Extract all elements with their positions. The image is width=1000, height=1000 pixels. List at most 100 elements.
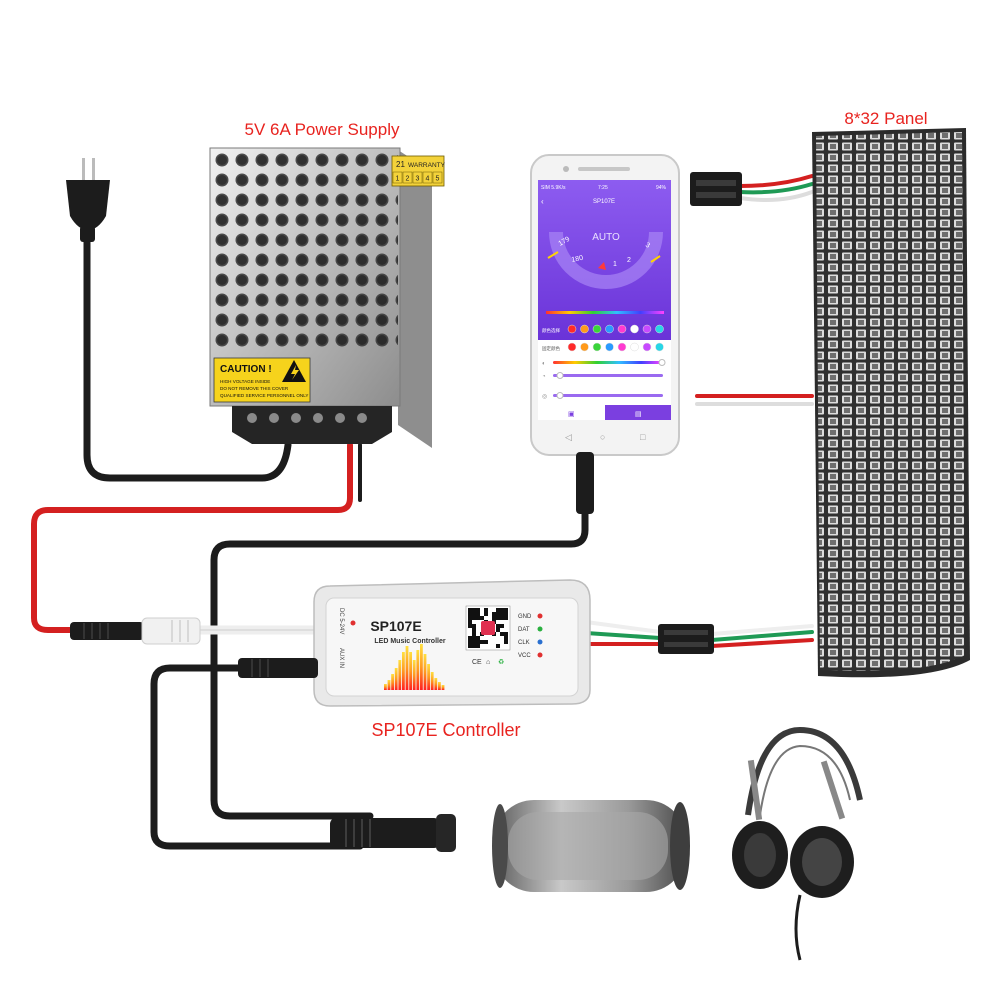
warranty-cell	[432, 171, 443, 184]
tab-music[interactable]	[605, 405, 671, 420]
bin-icon: ⌂	[486, 659, 490, 666]
equalizer-bar	[441, 685, 445, 690]
panel-top-red	[738, 174, 814, 188]
color-swatch[interactable]	[630, 342, 639, 352]
aux-plug	[238, 658, 318, 678]
warranty-cell	[402, 171, 413, 184]
pin-indicator	[537, 652, 543, 658]
headphones	[732, 726, 863, 961]
controller-out-white	[584, 620, 662, 634]
equalizer-bar	[427, 664, 430, 690]
color-swatch[interactable]	[580, 324, 589, 334]
status-left: SIM 5.9K/s	[541, 185, 566, 191]
back-icon[interactable]: ‹	[541, 197, 544, 206]
mains-cable	[83, 231, 292, 482]
light-tab-icon: ▣	[568, 411, 575, 418]
controller-subtitle: LED Music Controller	[374, 638, 445, 645]
warranty-cell	[422, 171, 433, 184]
equalizer-bar	[394, 668, 398, 690]
terminal-block	[232, 406, 392, 444]
sensitivity-slider[interactable]	[553, 394, 663, 397]
warranty-cell-number: 1	[396, 176, 400, 183]
equalizer-bar	[402, 652, 405, 690]
color-swatch[interactable]	[617, 342, 627, 352]
color-swatch[interactable]	[642, 324, 652, 334]
dial-number-1: 179	[558, 236, 572, 248]
equalizer-bar	[420, 644, 423, 690]
recycle-icon: ♻	[498, 659, 504, 666]
color-swatch[interactable]	[617, 324, 627, 334]
equalizer-bar	[416, 650, 420, 690]
equalizer-bar	[412, 660, 416, 690]
dial-number-2: 180	[571, 255, 584, 264]
color-swatch[interactable]	[592, 342, 602, 352]
pin-label-vcc: VCC	[518, 653, 531, 659]
brightness-slider[interactable]	[553, 361, 663, 364]
mode-label: AUTO	[592, 232, 620, 243]
equalizer-bar	[384, 684, 387, 690]
pin-label-clk: CLK	[518, 640, 530, 646]
pin-label-gnd: GND	[518, 614, 532, 620]
panel-top-white	[738, 190, 814, 202]
nav-back-icon[interactable]: ◁	[565, 432, 572, 442]
warranty-cell-number: 2	[406, 176, 410, 183]
panel-input-connector	[658, 624, 714, 654]
controller-aux-label: AUX IN	[338, 648, 344, 668]
caution-title: CAUTION !	[220, 364, 272, 375]
mode-dial[interactable]	[549, 231, 663, 289]
equalizer-bar	[430, 672, 434, 690]
pin-indicator	[537, 639, 543, 645]
color-swatch[interactable]	[630, 324, 639, 334]
music-tab-icon: ▤	[635, 411, 642, 418]
equalizer-bar	[438, 682, 441, 690]
phone-audio-cable	[210, 506, 589, 820]
color-swatch[interactable]	[580, 342, 589, 352]
pin-indicator	[537, 626, 543, 632]
equalizer-bar	[434, 678, 438, 690]
pin-label-dat: DAT	[518, 627, 530, 633]
status-right: 94%	[656, 185, 667, 191]
nav-home-icon[interactable]: ○	[600, 432, 605, 442]
dc-barrel-plug	[70, 617, 201, 645]
tab-light[interactable]	[538, 405, 605, 420]
brightness-icon: ◐	[542, 361, 546, 367]
color-swatch[interactable]	[655, 342, 664, 352]
ce-mark: CE	[472, 659, 482, 666]
color-swatch[interactable]	[642, 342, 652, 352]
color-swatch[interactable]	[605, 342, 614, 352]
controller-dc-label: DC 5-24V	[338, 608, 344, 634]
caution-sticker: CAUTION ! HIGH VOLTAGE INSIDE DO NOT REM…	[213, 357, 311, 403]
color-spectrum-bar[interactable]	[546, 311, 664, 314]
pin-indicator	[537, 613, 543, 619]
warranty-cell-number: 3	[416, 176, 420, 183]
color-swatch[interactable]	[655, 324, 664, 334]
equalizer-bar	[405, 646, 409, 690]
power-indicator	[350, 620, 356, 626]
aux-female-jack	[330, 814, 456, 852]
color-swatch[interactable]	[567, 342, 577, 352]
mains-plug	[66, 158, 110, 242]
sp107e-controller: SP107E LED Music Controller DC 5-24V AUX…	[313, 579, 591, 707]
equalizer-bar	[391, 674, 394, 690]
color-swatch-row-2	[567, 342, 664, 352]
panel-top-green	[738, 182, 814, 195]
speed-slider[interactable]	[553, 374, 663, 377]
row1-label: 颜色选择	[542, 327, 560, 334]
app-title: SP107E	[593, 199, 615, 205]
caution-line-1: HIGH VOLTAGE INSIDE	[220, 379, 270, 384]
equalizer-graphic	[384, 644, 445, 690]
caution-line-3: QUALIFIED SERVICE PERSONNEL ONLY	[220, 393, 309, 398]
qr-code	[465, 605, 511, 651]
panel-label: 8*32 Panel	[844, 109, 927, 128]
color-swatch-row-1	[567, 324, 664, 334]
nav-recent-icon[interactable]: □	[640, 432, 646, 442]
color-swatch[interactable]	[567, 324, 577, 334]
status-time: 7:25	[598, 185, 608, 191]
panel-in-green	[710, 630, 814, 642]
color-swatch[interactable]	[592, 324, 602, 334]
panel-top-connector	[690, 172, 742, 206]
warranty-cell-number: 5	[436, 176, 440, 183]
color-swatch[interactable]	[605, 324, 614, 334]
equalizer-bar	[387, 680, 391, 690]
